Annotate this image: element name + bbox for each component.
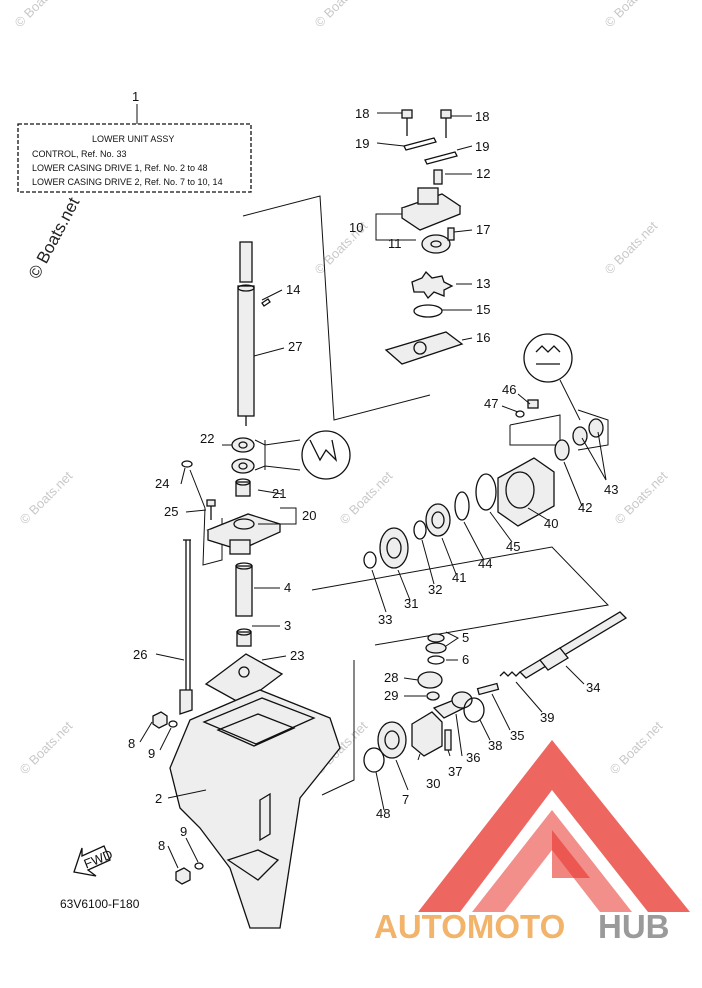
callout-labels: 18 18 19 19 12 10 11 17 13 15 16 14 27 2… bbox=[128, 106, 618, 853]
label-4: 4 bbox=[284, 580, 291, 595]
oil-seals bbox=[231, 430, 351, 480]
label-35: 35 bbox=[510, 728, 524, 743]
label-9: 9 bbox=[148, 746, 155, 761]
label-9: 9 bbox=[180, 824, 187, 839]
label-6: 6 bbox=[462, 652, 469, 667]
label-20: 20 bbox=[302, 508, 316, 523]
water-tube bbox=[235, 562, 253, 647]
label-12: 12 bbox=[476, 166, 490, 181]
label-43: 43 bbox=[604, 482, 618, 497]
label-16: 16 bbox=[476, 330, 490, 345]
label-18: 18 bbox=[355, 106, 369, 121]
label-15: 15 bbox=[476, 302, 490, 317]
label-8: 8 bbox=[128, 736, 135, 751]
label-48: 48 bbox=[376, 806, 390, 821]
label-34: 34 bbox=[586, 680, 600, 695]
label-5: 5 bbox=[462, 630, 469, 645]
label-45: 45 bbox=[506, 539, 520, 554]
label-23: 23 bbox=[290, 648, 304, 663]
fwd-label: FWD bbox=[82, 846, 115, 871]
watermark: © Boats.net bbox=[337, 468, 396, 527]
label-40: 40 bbox=[544, 516, 558, 531]
label-42: 42 bbox=[578, 500, 592, 515]
watermark: © Boats.net bbox=[17, 468, 76, 527]
box-line-3: LOWER CASING DRIVE 2, Ref. No. 7 to 10, … bbox=[32, 177, 223, 187]
label-31: 31 bbox=[404, 596, 418, 611]
box-title: LOWER UNIT ASSY bbox=[92, 134, 174, 144]
label-47: 47 bbox=[484, 396, 498, 411]
label-36: 36 bbox=[466, 750, 480, 765]
watermark: © Boats.net bbox=[602, 0, 661, 30]
label-18: 18 bbox=[475, 109, 489, 124]
gear-assembly bbox=[363, 333, 628, 773]
shift-rod bbox=[179, 539, 193, 715]
watermark: © Boats.net bbox=[607, 718, 666, 777]
label-44: 44 bbox=[478, 556, 492, 571]
brand-logo: AUTOMOTO HUB bbox=[374, 740, 690, 945]
label-11: 11 bbox=[388, 236, 402, 251]
lower-casing bbox=[152, 689, 341, 929]
label-25: 25 bbox=[164, 504, 178, 519]
label-10: 10 bbox=[349, 220, 363, 235]
label-14: 14 bbox=[286, 282, 300, 297]
assembly-box: 1 LOWER UNIT ASSY CONTROL, Ref. No. 33 L… bbox=[17, 89, 252, 193]
label-46: 46 bbox=[502, 382, 516, 397]
gasket bbox=[204, 653, 284, 705]
label-22: 22 bbox=[200, 431, 214, 446]
label-38: 38 bbox=[488, 738, 502, 753]
label-7: 7 bbox=[402, 792, 409, 807]
watermark: © Boats.net bbox=[12, 0, 71, 30]
label-8: 8 bbox=[158, 838, 165, 853]
label-29: 29 bbox=[384, 688, 398, 703]
label-30: 30 bbox=[426, 776, 440, 791]
label-13: 13 bbox=[476, 276, 490, 291]
brand-name-part2: HUB bbox=[598, 908, 670, 945]
watermarks: © Boats.net © Boats.net © Boats.net © Bo… bbox=[12, 0, 671, 777]
label-27: 27 bbox=[288, 339, 302, 354]
label-39: 39 bbox=[540, 710, 554, 725]
label-3: 3 bbox=[284, 618, 291, 633]
watermark-main: © Boats.net bbox=[25, 194, 84, 282]
label-32: 32 bbox=[428, 582, 442, 597]
label-19: 19 bbox=[475, 139, 489, 154]
water-pump bbox=[384, 109, 464, 365]
label-19: 19 bbox=[355, 136, 369, 151]
watermark: © Boats.net bbox=[312, 0, 371, 30]
shaft-housing bbox=[181, 460, 282, 555]
assembly-lines bbox=[189, 195, 610, 796]
label-21: 21 bbox=[272, 486, 286, 501]
box-line-1: CONTROL, Ref. No. 33 bbox=[32, 149, 127, 159]
box-line-2: LOWER CASING DRIVE 1, Ref. No. 2 to 48 bbox=[32, 163, 208, 173]
label-41: 41 bbox=[452, 570, 466, 585]
drive-shaft bbox=[237, 241, 283, 426]
label-28: 28 bbox=[384, 670, 398, 685]
label-33: 33 bbox=[378, 612, 392, 627]
watermark: © Boats.net bbox=[612, 468, 671, 527]
label-2: 2 bbox=[155, 791, 162, 806]
brand-name-part1: AUTOMOTO bbox=[374, 908, 565, 945]
watermark: © Boats.net bbox=[602, 218, 661, 277]
label-24: 24 bbox=[155, 476, 169, 491]
label-26: 26 bbox=[133, 647, 147, 662]
watermark: © Boats.net bbox=[17, 718, 76, 777]
label-37: 37 bbox=[448, 764, 462, 779]
leader-lines bbox=[139, 112, 607, 869]
fwd-arrow: FWD bbox=[73, 845, 115, 877]
figure-code: 63V6100-F180 bbox=[60, 897, 140, 911]
label-1: 1 bbox=[132, 89, 139, 104]
label-17: 17 bbox=[476, 222, 490, 237]
